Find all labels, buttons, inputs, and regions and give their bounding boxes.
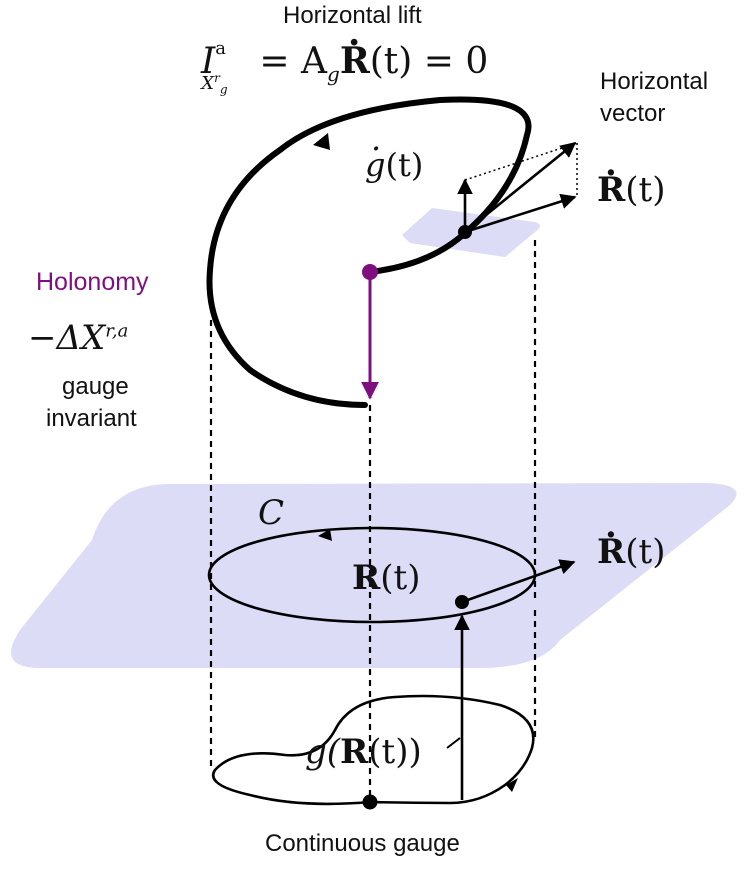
horizontal-vector bbox=[464, 141, 577, 234]
horizontal-vector-label-2: vector bbox=[600, 100, 666, 127]
rdot-bottom-vector bbox=[461, 559, 576, 604]
g-label-tick bbox=[446, 737, 461, 749]
base-point-dot bbox=[455, 595, 469, 609]
gauge-curve-arrow bbox=[506, 778, 518, 792]
loop-C-label: C bbox=[258, 493, 285, 533]
parallelogram-dotted bbox=[464, 142, 578, 195]
gdot-label: .g(t) bbox=[365, 120, 424, 184]
lift-direction-arrow bbox=[313, 133, 330, 150]
loop-C-arrow bbox=[318, 529, 332, 541]
rdot-top-label: .R(t) bbox=[597, 144, 666, 210]
holonomy-label: Holonomy bbox=[36, 268, 149, 296]
holonomy-start-dot bbox=[362, 264, 378, 280]
base-plane bbox=[11, 483, 737, 668]
projection-lines bbox=[209, 240, 537, 800]
delta-x-label: −ΔXr,a bbox=[28, 318, 129, 358]
horizontal-lift-curve bbox=[206, 96, 532, 408]
rdot-bottom-label: .R(t) bbox=[597, 506, 666, 572]
horizontal-lift-label: Horizontal lift bbox=[283, 2, 422, 29]
rdot-top-vector bbox=[464, 193, 577, 234]
R-of-t-label: R(t) bbox=[352, 558, 421, 598]
gauge-invariant-label-2: invariant bbox=[46, 405, 137, 432]
horizontal-vector-label-1: Horizontal bbox=[600, 68, 709, 95]
continuous-gauge-curve bbox=[212, 694, 535, 806]
g-of-R-label: g(R(t)) bbox=[305, 732, 422, 772]
continuous-gauge-label: Continuous gauge bbox=[265, 830, 460, 857]
gauge-invariant-label-1: gauge bbox=[62, 373, 129, 400]
top-point-dot bbox=[458, 225, 472, 239]
gauge-point-dot bbox=[362, 794, 378, 810]
